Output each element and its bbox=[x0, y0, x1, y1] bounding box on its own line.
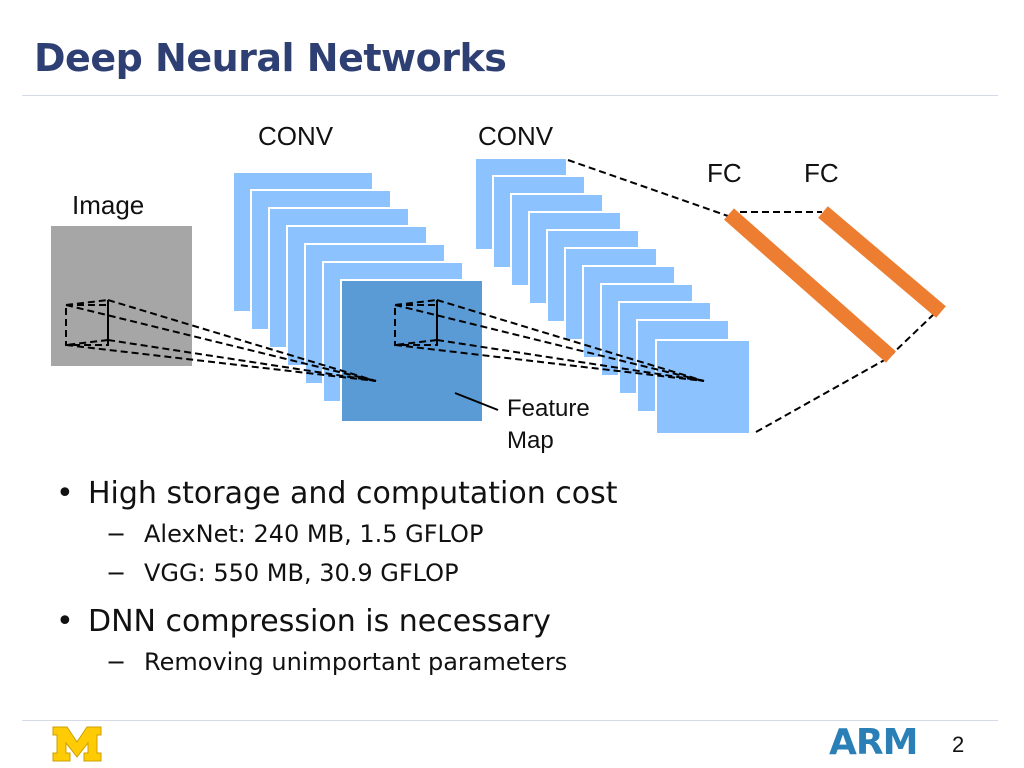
university-block-m-logo bbox=[52, 726, 102, 762]
sub-bullet-item: − AlexNet: 240 MB, 1.5 GFLOP bbox=[56, 520, 956, 559]
conv2-filter-stack bbox=[474, 157, 751, 435]
feature-map-pointer bbox=[454, 392, 499, 411]
image-label: Image bbox=[72, 190, 144, 220]
title-divider bbox=[22, 95, 998, 96]
sub-bullet-dash: − bbox=[106, 648, 127, 676]
bullet-text: High storage and computation cost bbox=[88, 476, 618, 511]
sub-bullet-dash: − bbox=[106, 559, 127, 587]
fc-connection-lines bbox=[567, 159, 935, 433]
arm-logo: ARM bbox=[829, 722, 918, 763]
page-number: 2 bbox=[952, 732, 965, 757]
feature-map-label-line1: Feature bbox=[507, 395, 590, 422]
sub-bullet-item: − Removing unimportant parameters bbox=[56, 648, 956, 687]
feature-map-receptive-field bbox=[394, 299, 438, 346]
feature-map-label-line2: Map bbox=[507, 427, 554, 454]
bullet-item: • DNN compression is necessary bbox=[56, 604, 956, 648]
cnn-diagram: Image CONV bbox=[51, 121, 946, 454]
conv1-projection-lines bbox=[65, 299, 377, 382]
image-receptive-field bbox=[65, 299, 109, 346]
sub-bullet-item: − VGG: 550 MB, 30.9 GFLOP bbox=[56, 559, 956, 598]
conv1-label: CONV bbox=[258, 121, 334, 151]
fc2-layer bbox=[818, 206, 946, 318]
footer-divider bbox=[22, 720, 998, 721]
sub-bullet-text: VGG: 550 MB, 30.9 GFLOP bbox=[144, 559, 459, 587]
conv2-projection-lines bbox=[394, 299, 705, 382]
bullet-list: • High storage and computation cost − Al… bbox=[56, 476, 956, 687]
page-title: Deep Neural Networks bbox=[34, 36, 507, 80]
sub-bullet-text: AlexNet: 240 MB, 1.5 GFLOP bbox=[144, 520, 484, 548]
sub-bullet-text: Removing unimportant parameters bbox=[144, 648, 568, 676]
conv2-label: CONV bbox=[478, 121, 554, 151]
sub-bullet-dash: − bbox=[106, 520, 127, 548]
bullet-text: DNN compression is necessary bbox=[88, 604, 551, 639]
bullet-item: • High storage and computation cost bbox=[56, 476, 956, 520]
fc2-label: FC bbox=[804, 158, 839, 188]
fc1-layer bbox=[724, 208, 896, 363]
feature-map bbox=[340, 279, 484, 423]
bullet-dot: • bbox=[56, 476, 74, 511]
fc1-label: FC bbox=[707, 158, 742, 188]
bullet-dot: • bbox=[56, 604, 74, 639]
